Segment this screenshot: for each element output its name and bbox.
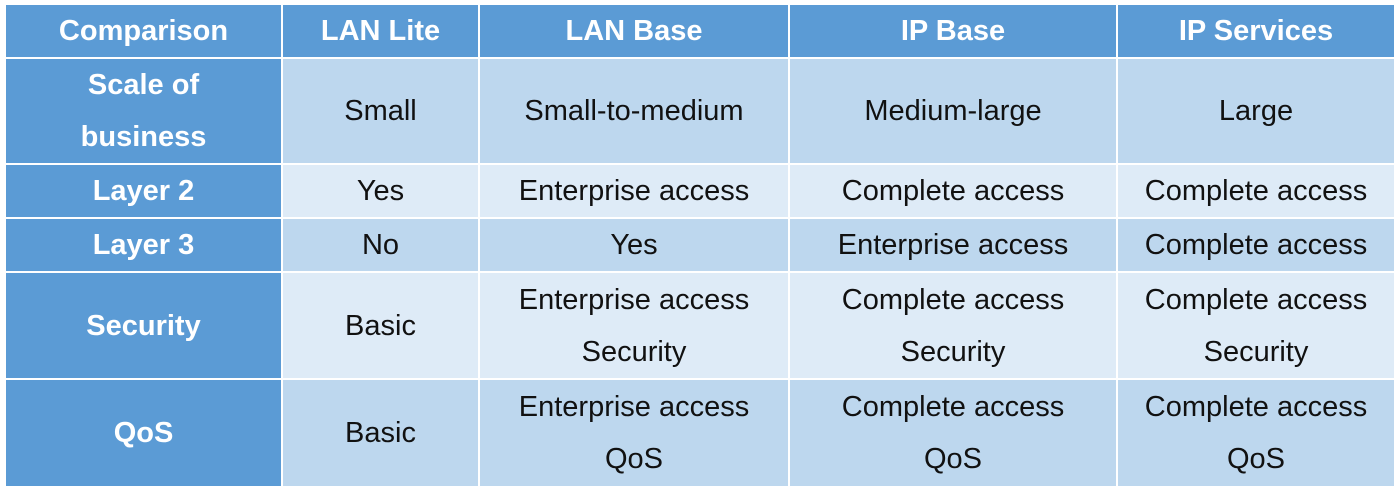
table-row: Security Basic Enterprise access Securit… — [4, 271, 1396, 380]
table-cell: Complete access QoS — [1116, 378, 1396, 488]
table-cell: Small-to-medium — [478, 57, 790, 165]
cell-line: No — [361, 229, 400, 261]
cell-line: Yes — [356, 175, 405, 207]
cell-line: Security — [1203, 335, 1309, 368]
table-cell: No — [281, 217, 480, 273]
table-row: Layer 3 No Yes Enterprise access Complet… — [4, 217, 1396, 273]
cell-line: Complete access — [1144, 391, 1368, 423]
row-label: Layer 2 — [4, 163, 283, 219]
cell-line: Enterprise access — [518, 283, 750, 316]
cell-line: Enterprise access — [837, 229, 1069, 261]
table-cell: Medium-large — [788, 57, 1118, 165]
cell-line: Complete access — [841, 283, 1065, 316]
cell-line: Security — [581, 335, 687, 368]
cell-line: Basic — [345, 309, 416, 342]
row-label-line: Scale of — [87, 69, 200, 101]
row-label: Layer 3 — [4, 217, 283, 273]
table-cell: Complete access Security — [788, 271, 1118, 380]
table-cell: Complete access — [1116, 163, 1396, 219]
table-cell: Yes — [478, 217, 790, 273]
table-cell: Complete access QoS — [788, 378, 1118, 488]
table-cell: Enterprise access — [478, 163, 790, 219]
header-ip-services: IP Services — [1116, 3, 1396, 59]
cell-line: Yes — [610, 229, 658, 261]
cell-line: Enterprise access — [518, 175, 750, 207]
table-cell: Complete access — [1116, 217, 1396, 273]
table-cell: Enterprise access Security — [478, 271, 790, 380]
table-cell: Yes — [281, 163, 480, 219]
header-lan-base: LAN Base — [478, 3, 790, 59]
cell-line: Small — [344, 95, 417, 127]
cell-line: QoS — [604, 443, 664, 475]
table-cell: Large — [1116, 57, 1396, 165]
row-label: QoS — [4, 378, 283, 488]
table-cell: Enterprise access — [788, 217, 1118, 273]
table-row: Scale of business Small Small-to-medium … — [4, 57, 1396, 165]
row-label: Security — [4, 271, 283, 380]
header-ip-base: IP Base — [788, 3, 1118, 59]
cell-line: Complete access — [1144, 283, 1368, 316]
row-label-line: Layer 3 — [92, 229, 195, 261]
cell-line: QoS — [1226, 443, 1286, 475]
cell-line: QoS — [923, 443, 983, 475]
cell-line: Complete access — [841, 175, 1065, 207]
table-cell: Complete access — [788, 163, 1118, 219]
table-row: QoS Basic Enterprise access QoS Complete… — [4, 378, 1396, 488]
row-label-line: business — [80, 121, 207, 153]
row-label-line: Layer 2 — [92, 175, 195, 207]
cell-line: Enterprise access — [518, 391, 750, 423]
comparison-table: Comparison LAN Lite LAN Base IP Base IP … — [4, 3, 1396, 488]
table-cell: Enterprise access QoS — [478, 378, 790, 488]
cell-line: Large — [1218, 95, 1294, 127]
row-label-line: Security — [86, 309, 201, 342]
cell-line: Complete access — [1144, 175, 1368, 207]
cell-line: Small-to-medium — [524, 95, 744, 127]
header-row: Comparison LAN Lite LAN Base IP Base IP … — [4, 3, 1396, 59]
table-cell: Basic — [281, 271, 480, 380]
table-cell: Complete access Security — [1116, 271, 1396, 380]
table-cell: Small — [281, 57, 480, 165]
header-lan-lite: LAN Lite — [281, 3, 480, 59]
table-cell: Basic — [281, 378, 480, 488]
cell-line: Complete access — [1144, 229, 1368, 261]
header-comparison: Comparison — [4, 3, 283, 59]
cell-line: Complete access — [841, 391, 1065, 423]
row-label-line: QoS — [113, 417, 174, 449]
table-row: Layer 2 Yes Enterprise access Complete a… — [4, 163, 1396, 219]
comparison-table-container: Comparison LAN Lite LAN Base IP Base IP … — [4, 3, 1396, 488]
cell-line: Security — [900, 335, 1006, 368]
cell-line: Basic — [345, 417, 416, 449]
row-label: Scale of business — [4, 57, 283, 165]
cell-line: Medium-large — [864, 95, 1042, 127]
